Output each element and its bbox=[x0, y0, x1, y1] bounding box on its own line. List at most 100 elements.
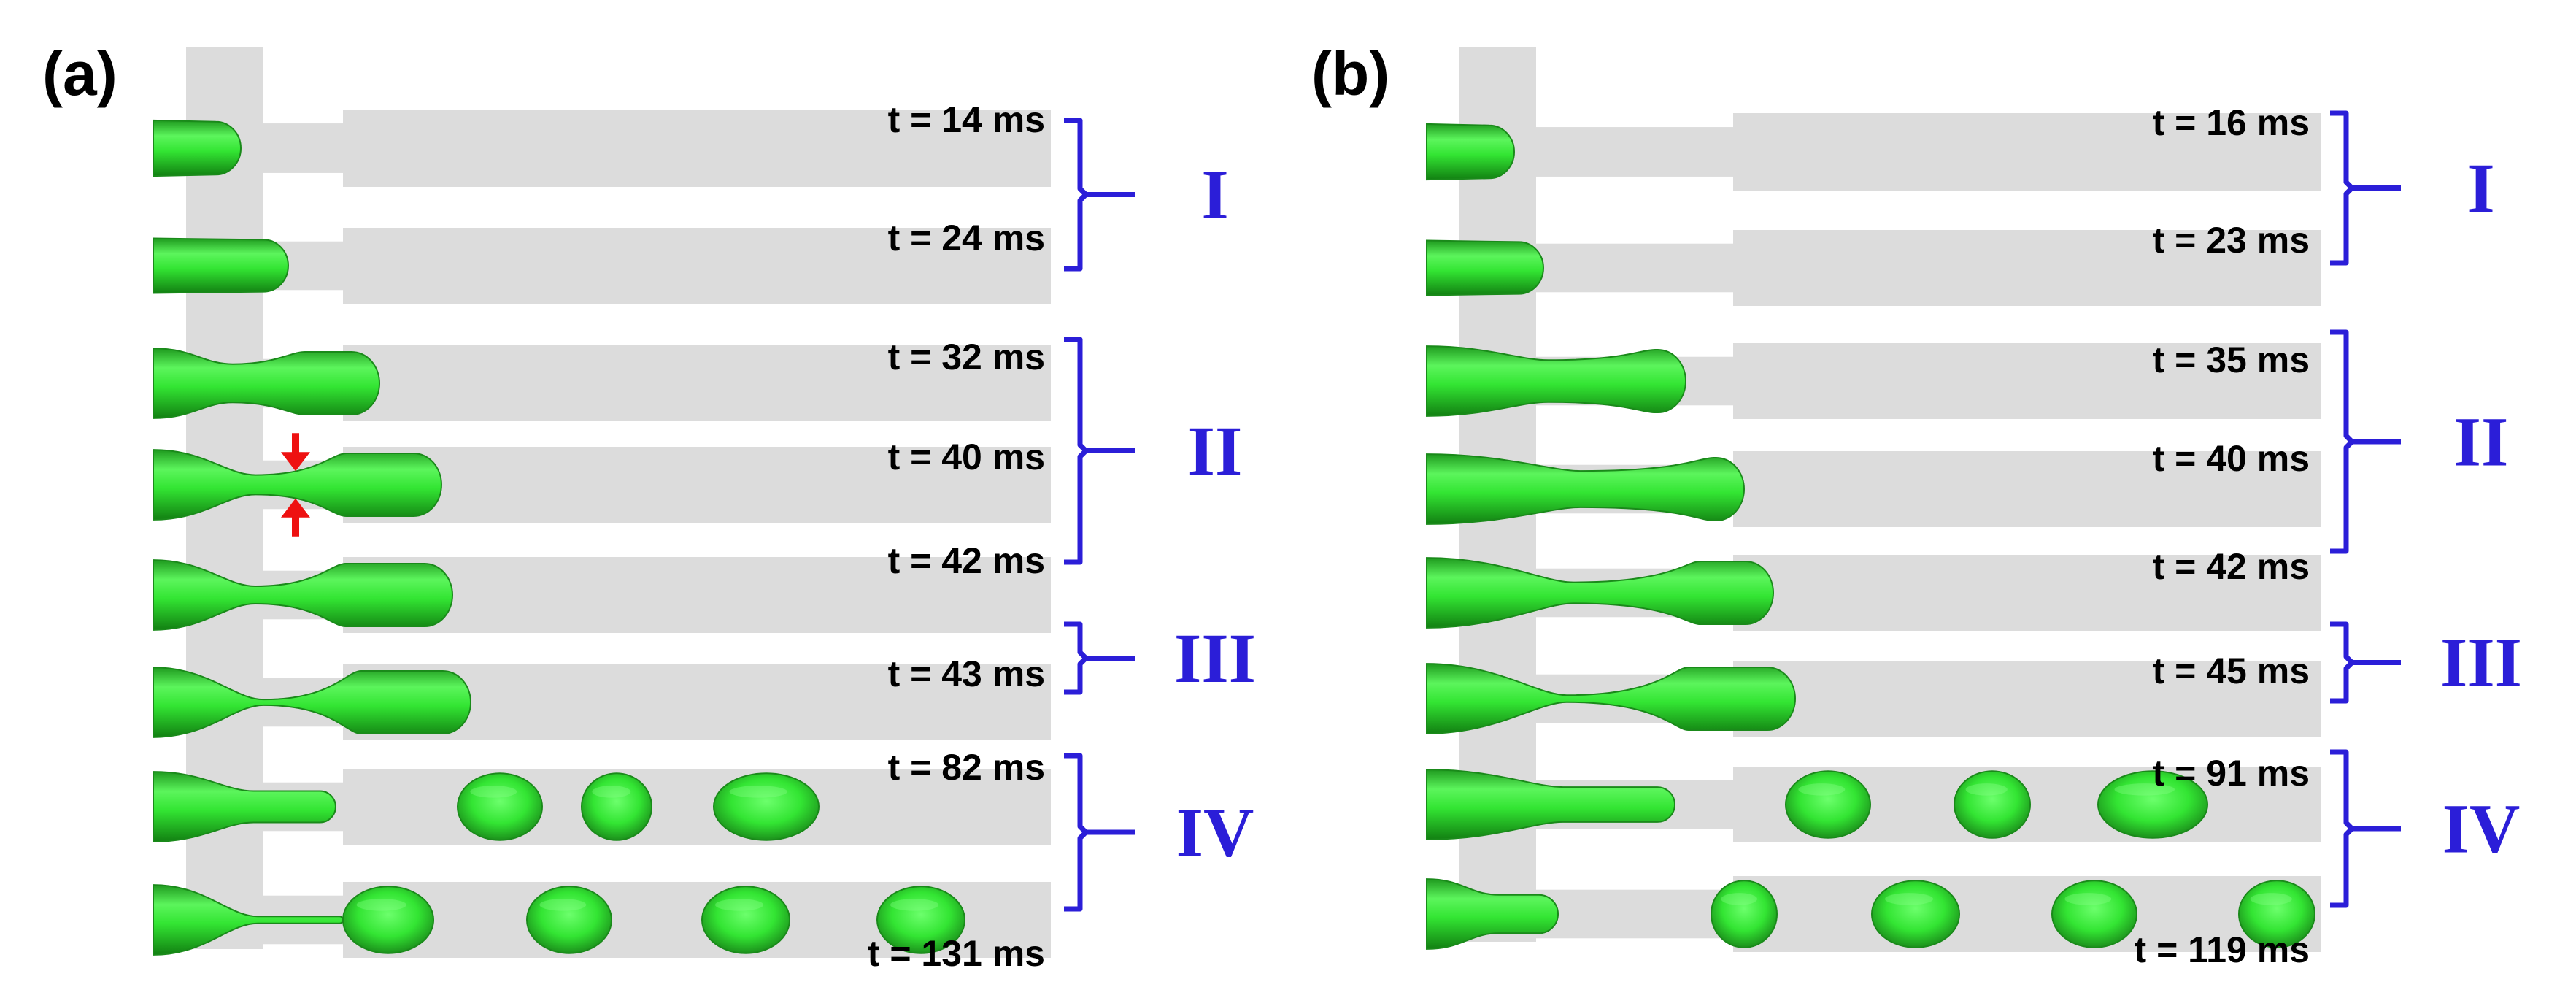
droplet-1-highlight bbox=[356, 899, 406, 911]
droplet-2-highlight bbox=[539, 899, 587, 911]
frame-1: t = 14 ms bbox=[153, 99, 1051, 187]
droplet-1-highlight bbox=[1721, 893, 1757, 905]
fluid-tip bbox=[153, 237, 289, 294]
droplet-3 bbox=[701, 886, 790, 954]
droplet-2 bbox=[581, 772, 652, 841]
frame-4: t = 40 ms bbox=[153, 433, 1051, 537]
droplet-1 bbox=[457, 772, 543, 841]
frame-6: t = 45 ms bbox=[1426, 650, 2321, 737]
main-channel bbox=[1733, 451, 2321, 527]
frame-8: t = 131 ms bbox=[153, 882, 1051, 974]
time-label: t = 40 ms bbox=[2153, 438, 2310, 479]
frame-5: t = 42 ms bbox=[153, 540, 1051, 633]
stage-label-1: I bbox=[1201, 156, 1228, 234]
fluid-thread bbox=[153, 449, 442, 521]
time-label: t = 45 ms bbox=[2153, 650, 2310, 691]
droplet-3 bbox=[2097, 770, 2208, 839]
pinch-arrow-down bbox=[281, 433, 310, 472]
frame-3: t = 32 ms bbox=[153, 337, 1051, 421]
time-label: t = 40 ms bbox=[888, 437, 1045, 477]
panel-b: (b) t = 16 ms t = 23 ms t = 35 ms t = 40 ms t… bbox=[1311, 39, 2522, 970]
droplet-4-highlight bbox=[2250, 893, 2292, 905]
frame-7: t = 91 ms bbox=[1426, 753, 2321, 842]
fluid-thread bbox=[153, 348, 380, 419]
droplet-1-highlight bbox=[470, 786, 517, 798]
fluid-thread bbox=[1426, 878, 1559, 950]
frame-7: t = 82 ms bbox=[153, 747, 1051, 845]
stage-label-2: II bbox=[2454, 403, 2509, 481]
main-channel bbox=[1733, 876, 2321, 952]
droplet-1 bbox=[1785, 770, 1871, 839]
main-channel bbox=[1733, 343, 2321, 419]
droplet-4 bbox=[2238, 880, 2315, 948]
main-channel bbox=[1733, 661, 2321, 737]
stage-label-4: IV bbox=[2442, 790, 2521, 868]
stage-bracket-1 bbox=[1064, 118, 1135, 272]
droplet-2 bbox=[526, 886, 612, 954]
main-channel bbox=[1733, 113, 2321, 191]
time-label: t = 23 ms bbox=[2153, 220, 2310, 261]
droplet-2-highlight bbox=[592, 786, 631, 798]
main-channel bbox=[343, 110, 1051, 187]
time-label: t = 32 ms bbox=[888, 337, 1045, 377]
time-label: t = 91 ms bbox=[2153, 753, 2310, 794]
panel-a: (a) t = 14 ms t = 24 ms t = 32 ms t = 40 ms t… bbox=[42, 39, 1256, 974]
frame-2: t = 24 ms bbox=[153, 218, 1051, 304]
stage-label-1: I bbox=[2467, 149, 2494, 227]
frame-3: t = 35 ms bbox=[1426, 339, 2321, 419]
droplet-2-highlight bbox=[1965, 783, 2008, 796]
frame-5: t = 42 ms bbox=[1426, 546, 2321, 631]
stage-bracket-2 bbox=[1064, 337, 1135, 565]
frame-4: t = 40 ms bbox=[1426, 438, 2321, 527]
droplet-2 bbox=[1954, 770, 2031, 839]
droplet-3-highlight bbox=[2064, 893, 2112, 905]
panel-letter: (a) bbox=[42, 39, 117, 108]
stage-bracket-4 bbox=[2330, 749, 2401, 908]
droplet-4-highlight bbox=[890, 899, 938, 911]
stage-bracket-1 bbox=[2330, 110, 2401, 266]
frame-1: t = 16 ms bbox=[1426, 102, 2321, 191]
main-channel bbox=[343, 228, 1051, 304]
time-label: t = 35 ms bbox=[2153, 339, 2310, 380]
pinch-arrow-up bbox=[281, 498, 310, 537]
panel-letter: (b) bbox=[1311, 39, 1389, 108]
droplet-4 bbox=[876, 886, 965, 954]
fluid-thread bbox=[1426, 769, 1675, 840]
droplet-3 bbox=[713, 772, 820, 841]
droplet-1 bbox=[342, 886, 434, 954]
droplet-1-highlight bbox=[1798, 783, 1846, 796]
stage-bracket-2 bbox=[2330, 329, 2401, 554]
stage-label-4: IV bbox=[1176, 794, 1254, 872]
time-label: t = 131 ms bbox=[868, 933, 1045, 974]
fluid-thread bbox=[153, 771, 336, 842]
fluid-thread bbox=[1426, 663, 1796, 734]
time-label: t = 16 ms bbox=[2153, 102, 2310, 143]
time-label: t = 42 ms bbox=[2153, 546, 2310, 587]
main-channel bbox=[343, 345, 1051, 421]
fluid-tip bbox=[153, 119, 242, 177]
stage-bracket-3 bbox=[1064, 621, 1135, 695]
time-label: t = 14 ms bbox=[888, 99, 1045, 140]
panels-layer: (a) t = 14 ms t = 24 ms t = 32 ms t = 40 ms t… bbox=[42, 39, 2522, 974]
time-label: t = 43 ms bbox=[888, 653, 1045, 694]
stage-bracket-4 bbox=[1064, 753, 1135, 912]
frame-2: t = 23 ms bbox=[1426, 220, 2321, 306]
main-channel bbox=[343, 557, 1051, 633]
fluid-thread bbox=[153, 559, 453, 631]
fluid-thread bbox=[1426, 453, 1745, 525]
fluid-thread bbox=[1426, 557, 1774, 629]
fluid-tip bbox=[1426, 123, 1515, 181]
frame-8: t = 119 ms bbox=[1426, 876, 2321, 970]
stage-label-2: II bbox=[1188, 412, 1243, 490]
time-label: t = 119 ms bbox=[2135, 929, 2310, 970]
main-channel bbox=[1733, 555, 2321, 631]
fluid-tip bbox=[1426, 239, 1544, 296]
time-label: t = 24 ms bbox=[888, 218, 1045, 258]
droplet-2 bbox=[1871, 880, 1960, 948]
time-label: t = 42 ms bbox=[888, 540, 1045, 581]
droplet-2-highlight bbox=[1885, 893, 1933, 905]
fluid-thread bbox=[153, 667, 471, 738]
stage-label-3: III bbox=[2440, 623, 2522, 702]
droplet-3 bbox=[2051, 880, 2137, 948]
main-channel bbox=[1733, 230, 2321, 306]
